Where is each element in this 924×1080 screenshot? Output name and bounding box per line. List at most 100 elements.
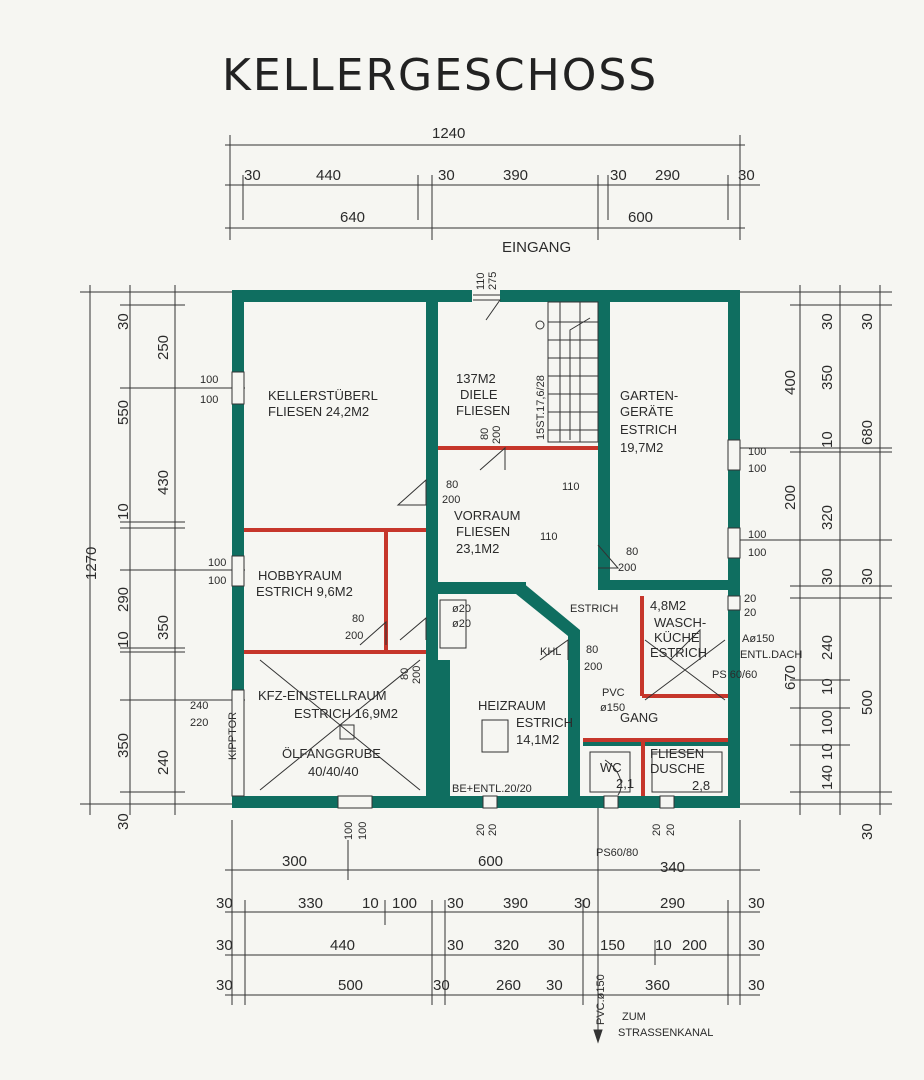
ann-entl: ENTL.DACH	[740, 649, 802, 661]
room-vorraum-detail1: FLIESEN	[456, 524, 510, 539]
ann-20d: 20	[487, 824, 499, 836]
dim-right-200: 200	[782, 485, 799, 510]
ann-20f: 20	[665, 824, 677, 836]
ann-win-100b: 100	[200, 394, 218, 406]
ann-win-100e: 100	[748, 446, 766, 458]
dim-bot3-440: 440	[330, 937, 355, 954]
ann-door-200a: 200	[491, 426, 503, 444]
dim-left-total: 1270	[83, 547, 100, 580]
oil-pit	[339, 724, 355, 740]
ann-win-100g: 100	[748, 529, 766, 541]
room-dusche-name2: DUSCHE	[650, 761, 705, 776]
ann-estrich: ESTRICH	[570, 603, 618, 615]
ann-kanal: STRASSENKANAL	[618, 1027, 713, 1039]
ann-door-80e: 80	[399, 668, 411, 680]
dim-top-30a: 30	[244, 167, 261, 184]
dim-top-600: 600	[628, 209, 653, 226]
room-hobby-name: HOBBYRAUM	[258, 568, 342, 583]
dim-right-320: 320	[819, 505, 836, 530]
ann-20e: 20	[651, 824, 663, 836]
dim-top-30c: 30	[610, 167, 627, 184]
room-wasch-detail: ESTRICH	[650, 645, 707, 660]
ann-door-200e: 200	[411, 666, 423, 684]
ann-garage-220: 220	[190, 717, 208, 729]
wall-top-left	[232, 290, 472, 302]
ann-20b: 20	[744, 607, 756, 619]
ann-door-200b: 200	[442, 494, 460, 506]
dim-left-290: 290	[115, 587, 132, 612]
window-garten-2	[727, 527, 741, 559]
dim-right-30d: 30	[859, 568, 876, 585]
ann-pvc-d: ø150	[600, 702, 625, 714]
room-diele-name: DIELE	[460, 387, 498, 402]
wall-heiz-top	[426, 582, 526, 594]
window-kfz	[337, 795, 373, 809]
room-heiz-detail1: ESTRICH	[516, 715, 573, 730]
ann-win-100a: 100	[200, 374, 218, 386]
room-stueberl-detail: FLIESEN 24,2M2	[268, 404, 369, 419]
heater	[481, 719, 509, 753]
dim-left-550: 550	[115, 400, 132, 425]
room-labels: KELLERSTÜBERL FLIESEN 24,2M2 137M2 DIELE…	[256, 371, 710, 793]
dim-right-30a: 30	[819, 313, 836, 330]
room-wasch-area: 4,8M2	[650, 598, 686, 613]
ann-win-100d: 100	[208, 575, 226, 587]
dim-left-250: 250	[155, 335, 172, 360]
dim-right-680: 680	[859, 420, 876, 445]
dim-bot2-290: 290	[660, 895, 685, 912]
dim-right-500: 500	[859, 690, 876, 715]
dim-left-430: 430	[155, 470, 172, 495]
room-vorraum-name: VORRAUM	[454, 508, 520, 523]
ann-ps6080: PS60/80	[596, 847, 638, 859]
dim-bot-340: 340	[660, 859, 685, 876]
room-vorraum-detail2: 23,1M2	[456, 541, 499, 556]
ann-stairs: 15ST.17,6/28	[535, 375, 547, 440]
dim-right-670: 670	[782, 665, 799, 690]
dim-bot2-30b: 30	[447, 895, 464, 912]
room-kfz-detail: ESTRICH 16,9M2	[294, 706, 398, 721]
window-hobby	[231, 555, 245, 587]
dim-right-10c: 10	[819, 743, 836, 760]
dim-bot2-100: 100	[392, 895, 417, 912]
dim-top-30d: 30	[738, 167, 755, 184]
window-garten-1	[727, 439, 741, 471]
dim-bot3-30c: 30	[548, 937, 565, 954]
ann-door-80b: 80	[446, 479, 458, 491]
ann-door-200d: 200	[345, 630, 363, 642]
dim-right-350: 350	[819, 365, 836, 390]
window-stueberl	[231, 371, 245, 405]
room-garten-name2: GERÄTE	[620, 404, 674, 419]
ann-be-entl: BE+ENTL.20/20	[452, 783, 532, 795]
wall-heiz-left	[438, 660, 450, 800]
room-gang-name: GANG	[620, 710, 658, 725]
room-hobby-detail: ESTRICH 9,6M2	[256, 584, 353, 599]
dim-right-10b: 10	[819, 678, 836, 695]
windows	[231, 371, 741, 809]
ann-275: 275	[487, 272, 499, 290]
room-stueberl-name: KELLERSTÜBERL	[268, 388, 378, 403]
dim-left-240: 240	[155, 750, 172, 775]
window-dusche	[659, 795, 675, 809]
dimension-lines	[80, 135, 892, 1005]
room-diele-detail: FLIESEN	[456, 403, 510, 418]
room-wasch-name2: KÜCHE	[654, 630, 700, 645]
room-dusche-area: 2,8	[692, 778, 710, 793]
ann-door-80c: 80	[626, 546, 638, 558]
dim-bot4-30a: 30	[216, 977, 233, 994]
dim-left-10a: 10	[115, 503, 132, 520]
dim-bot3-30d: 30	[748, 937, 765, 954]
dim-bot2-10: 10	[362, 895, 379, 912]
ann-zum: ZUM	[622, 1011, 646, 1023]
dim-bot3-30a: 30	[216, 937, 233, 954]
ann-win-100h: 100	[748, 547, 766, 559]
ann-door-80f: 80	[586, 644, 598, 656]
room-garten-detail2: 19,7M2	[620, 440, 663, 455]
garage-door	[231, 689, 245, 797]
room-diele-area: 137M2	[456, 371, 496, 386]
dim-bot4-30c: 30	[546, 977, 563, 994]
ann-door-80a: 80	[479, 428, 491, 440]
dim-bot2-390: 390	[503, 895, 528, 912]
wall-stueberl-diele	[426, 290, 438, 590]
ann-door-200c: 200	[618, 562, 636, 574]
